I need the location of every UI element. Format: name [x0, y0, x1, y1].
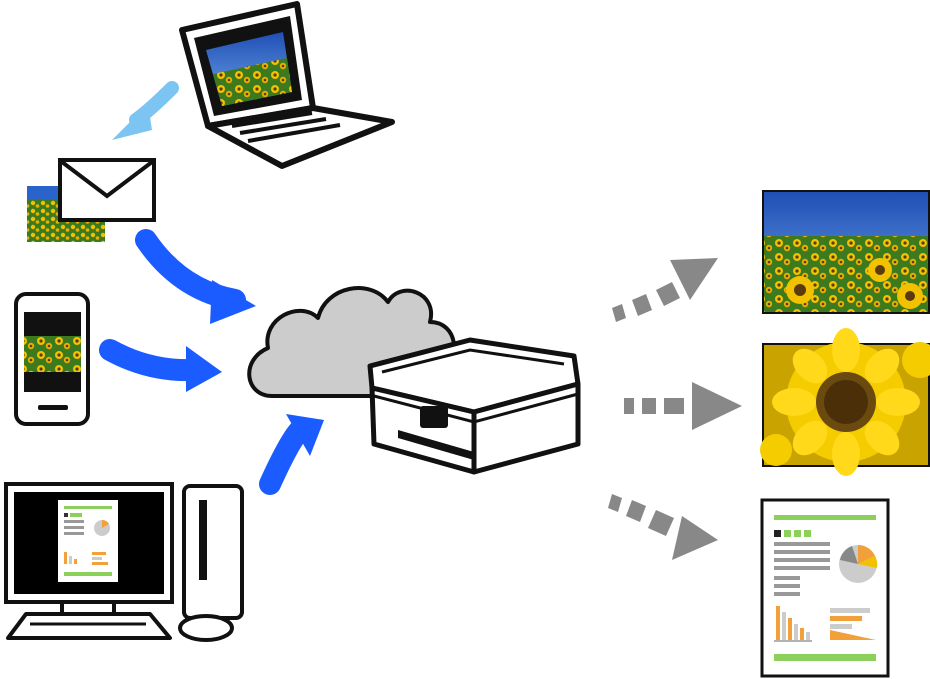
report-bar-chart — [774, 606, 812, 642]
smartphone-icon — [14, 292, 90, 426]
arrow-laptop-to-email — [112, 81, 179, 140]
laptop-icon — [179, 1, 395, 169]
printer-panel — [420, 406, 448, 428]
arrow-printer-to-landscape — [612, 258, 718, 322]
landscape-sunflower-print — [762, 190, 930, 314]
report-hbar-chart — [830, 608, 876, 640]
closeup-sunflower-print — [760, 328, 930, 476]
desktop-screen-report — [58, 500, 118, 582]
desktop-computer-icon — [4, 482, 244, 642]
arrow-printer-to-closeup — [624, 382, 742, 430]
report-document-print — [760, 498, 890, 678]
arrow-desktop-to-cloud — [259, 414, 324, 495]
arrow-email-to-cloud — [135, 229, 256, 324]
email-envelope-icon — [27, 158, 156, 242]
printer-icon — [367, 337, 581, 475]
arrow-phone-to-cloud — [99, 339, 222, 392]
arrow-printer-to-report — [608, 494, 718, 560]
